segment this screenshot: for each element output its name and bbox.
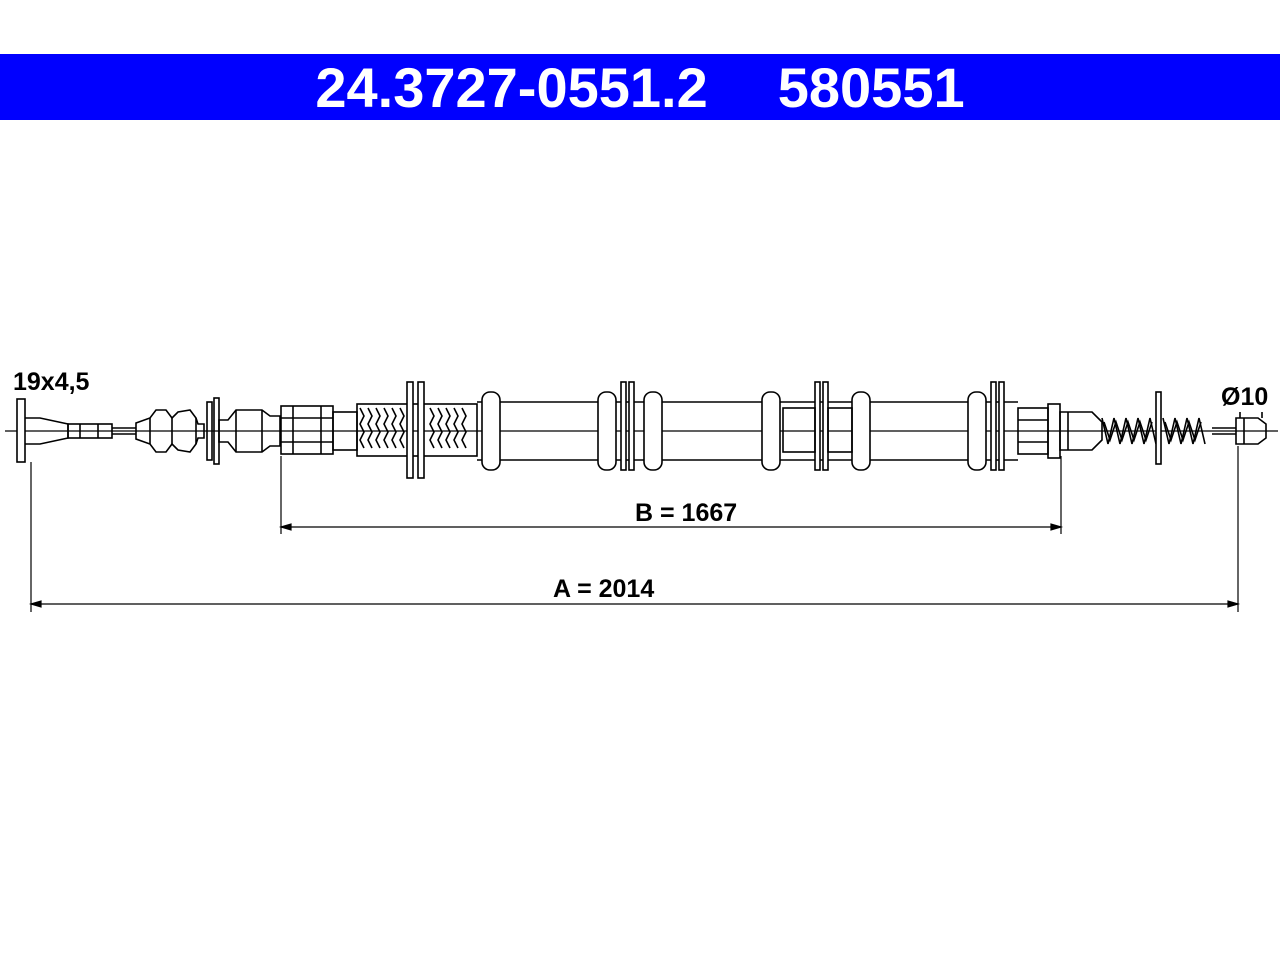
reference-number: 580551	[777, 55, 965, 119]
right-hex-nut	[1017, 403, 1103, 459]
right-barrel-end	[1235, 412, 1267, 445]
left-end-nipple	[16, 398, 113, 463]
dimension-b-line	[278, 456, 1064, 534]
dimension-a-line	[28, 446, 1241, 612]
dimension-a-label: A = 2014	[553, 575, 655, 603]
part-number: 24.3727-0551.2	[315, 55, 708, 119]
left-hex-nut	[280, 405, 334, 455]
threaded-adjuster	[356, 381, 478, 479]
right-end-diameter-label: Ø10	[1221, 383, 1269, 411]
left-end-dimension-label: 19x4,5	[13, 368, 90, 396]
header-bar: 24.3727-0551.2 580551	[0, 54, 1280, 120]
bead-ferrule	[135, 409, 205, 453]
right-spring	[1101, 391, 1206, 465]
cable-sheath	[477, 381, 1018, 471]
washer-1	[206, 401, 213, 461]
dimension-b-label: B = 1667	[635, 499, 738, 527]
